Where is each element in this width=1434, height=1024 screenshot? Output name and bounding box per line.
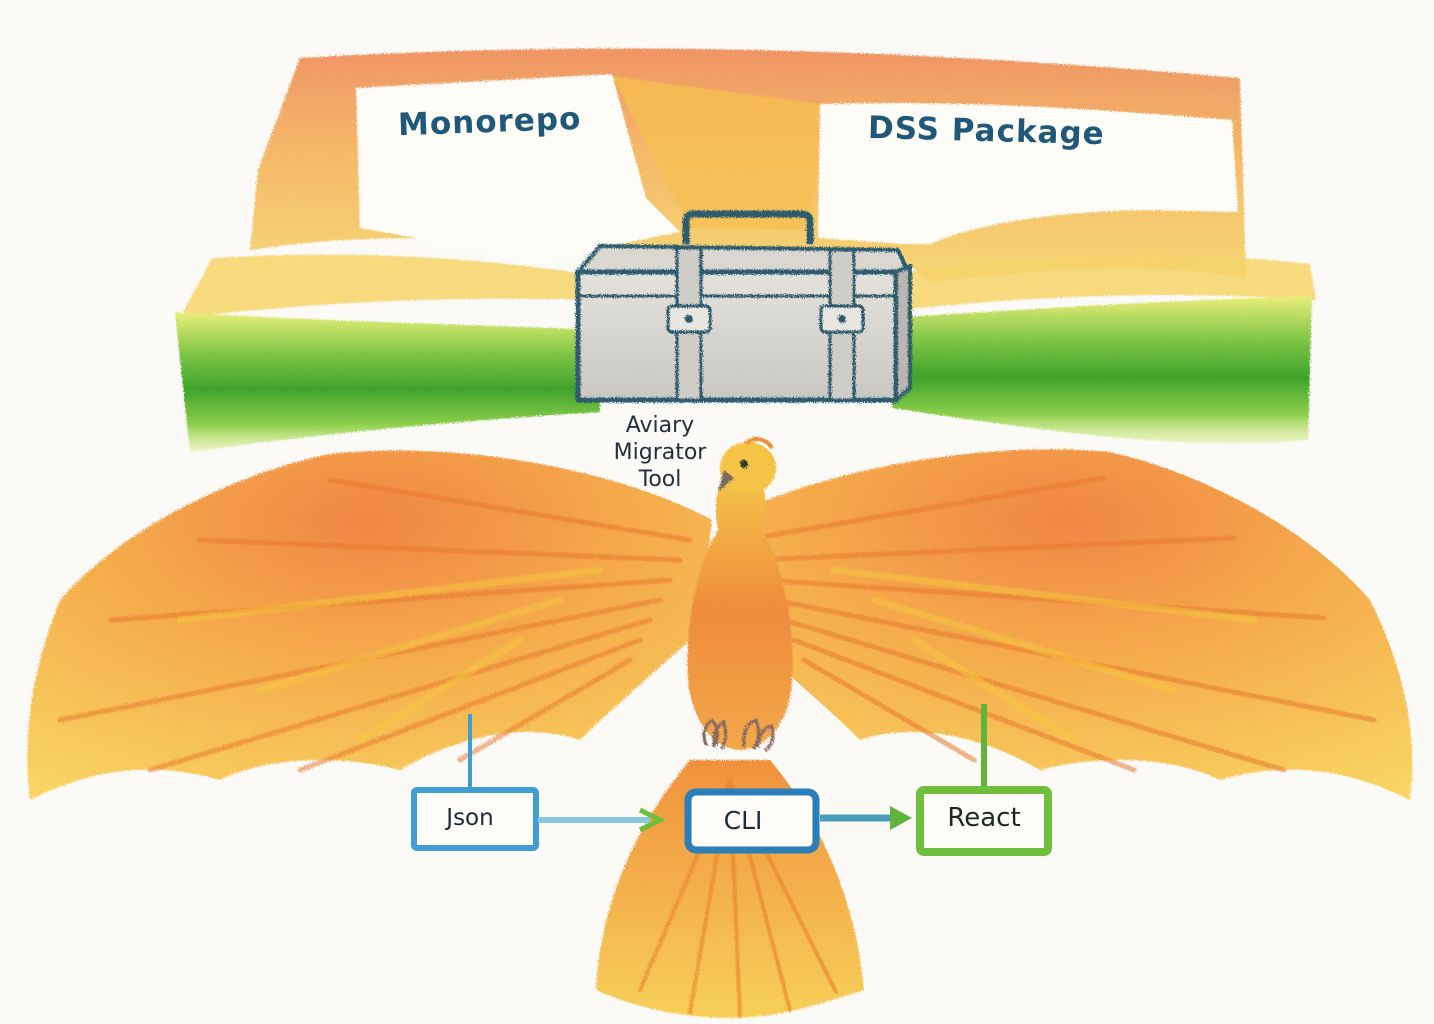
banner-label-monorepo: Monorepo [397, 100, 582, 144]
left-wing [27, 450, 712, 800]
react-label: React [947, 803, 1021, 833]
toolbox-label: Aviary Migrator Tool [613, 413, 707, 492]
cli-box [684, 788, 820, 854]
json-label: Json [446, 805, 494, 831]
react-box [916, 786, 1052, 856]
right-wing [722, 449, 1413, 800]
green-band [175, 296, 1312, 452]
banner-frame [180, 48, 1316, 318]
json-box [411, 787, 539, 851]
toolbox-icon [573, 210, 912, 405]
banner-label-dss-package: DSS Package [867, 109, 1106, 153]
phoenix-body [687, 437, 793, 752]
cli-label: CLI [723, 806, 763, 835]
flow-diagram [411, 704, 1052, 856]
phoenix-illustration [27, 437, 1413, 1018]
